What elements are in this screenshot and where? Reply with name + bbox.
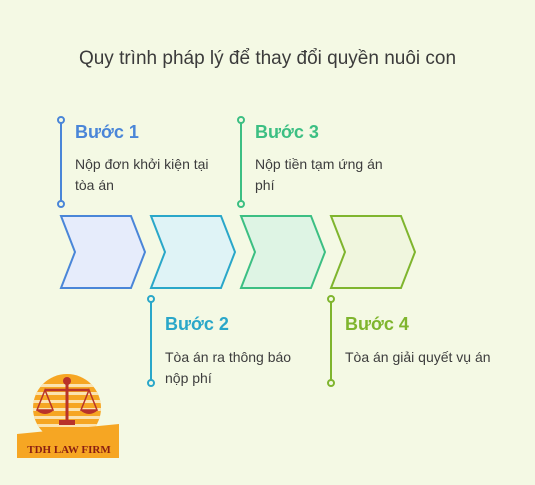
connector-step-1 — [57, 116, 65, 208]
chevron-step-3 — [239, 215, 327, 289]
diagram-title: Quy trình pháp lý để thay đổi quyền nuôi… — [78, 48, 457, 69]
chevron-step-1 — [59, 215, 147, 289]
connector-step-4 — [327, 295, 335, 387]
step-4-description: Tòa án giải quyết vụ án — [345, 349, 491, 365]
step-3-title: Bước 3 — [255, 122, 319, 142]
logo-text: TDH LAW FIRM — [27, 444, 111, 456]
step-3-description: Nộp tiền tạm ứng án phí — [255, 156, 383, 193]
step-4-title: Bước 4 — [345, 314, 409, 334]
step-1-description: Nộp đơn khởi kiện tại tòa án — [75, 156, 209, 193]
connector-step-2 — [147, 295, 155, 387]
scales-of-justice-icon: TDH LAW FIRM — [17, 374, 119, 458]
step-2-description: Tòa án ra thông báo nộp phí — [165, 349, 292, 386]
connector-step-3 — [237, 116, 245, 208]
step-2-title: Bước 2 — [165, 314, 229, 334]
chevron-step-2 — [149, 215, 237, 289]
law-firm-logo: TDH LAW FIRM — [15, 372, 125, 462]
step-1-title: Bước 1 — [75, 122, 139, 142]
chevron-step-4 — [329, 215, 417, 289]
